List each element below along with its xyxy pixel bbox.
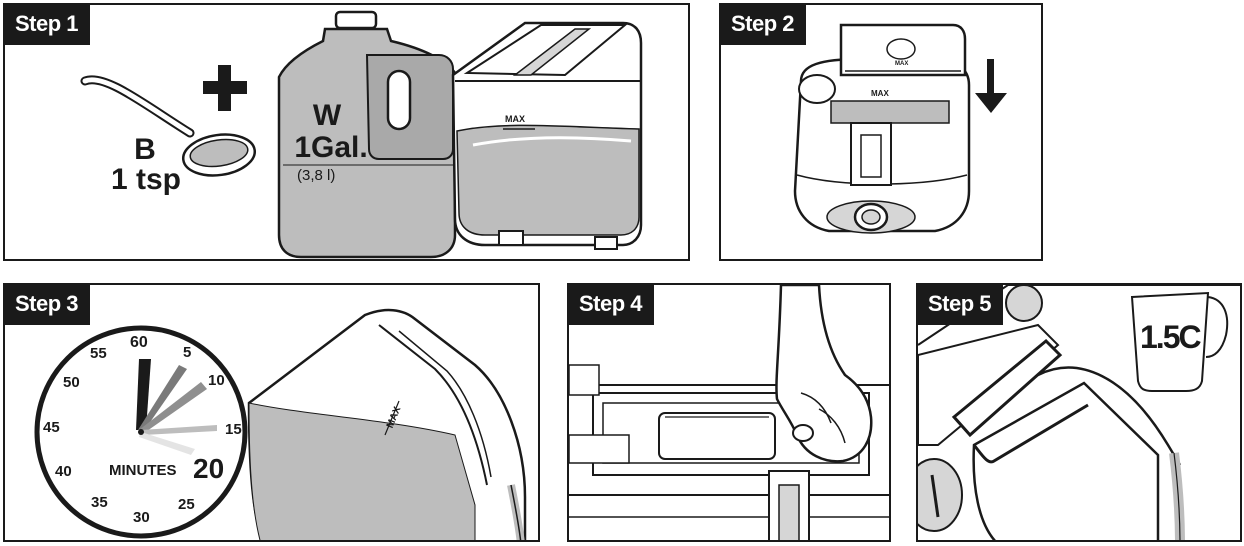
humidifier-base-icon [793,57,971,234]
bleach-amount: 1 tsp [110,163,182,196]
dial-number-35: 35 [91,494,108,511]
measuring-cup-icon [1130,291,1229,392]
bleach-letter: B [134,133,156,166]
tilted-tank-icon [247,308,527,540]
dial-number-45: 45 [43,419,60,436]
step-3-tag: Step 3 [5,285,91,325]
dial-number-15: 15 [225,421,242,438]
cup-label: 1.5C [1140,319,1202,355]
hand-icon [775,285,873,463]
water-tank-icon [451,21,643,250]
plus-icon [203,65,247,111]
dial-number-60: 60 [130,334,148,351]
step-4-panel: Step 4 [567,283,891,542]
dial-number-5: 5 [183,344,192,361]
step-2-tank-max-label: MAX [895,61,909,67]
timer-dial-icon [34,325,248,539]
dial-number-50: 50 [63,374,80,391]
step-2-illustration [793,23,1007,234]
dial-number-30: 30 [133,509,150,526]
step-3-panel: Step 3 60 5 10 15 20 25 30 35 40 45 50 5… [3,283,540,542]
spoon-icon [80,75,257,177]
water-amount: 1Gal. [294,131,368,164]
step-2-panel: Step 2 MAX MAX [719,3,1043,261]
step-1-tag: Step 1 [5,5,91,45]
step-5-illustration [918,285,1240,540]
step-4-tag: Step 4 [569,285,655,325]
base-opening-icon [918,285,1240,540]
step-2-base-max-label: MAX [871,89,889,98]
dial-number-10: 10 [208,372,225,389]
step-5-tag: Step 5 [918,285,1004,325]
water-metric: (3,8 l) [297,167,336,184]
dial-number-40: 40 [55,463,72,480]
step-2-tag: Step 2 [721,5,807,45]
dial-number-55: 55 [90,345,107,362]
step-1-illustration [80,10,643,259]
water-jug-icon [277,10,457,259]
tank-max-label: MAX [505,114,525,124]
down-arrow-icon [975,59,1007,113]
tank-lowering-icon [839,23,967,77]
step-5-panel: Step 5 1.5C [916,283,1242,542]
water-letter: W [312,99,342,132]
step-4-illustration [569,285,889,540]
dial-number-25: 25 [178,496,195,513]
step-1-panel: Step 1 [3,3,690,261]
dial-number-20: 20 [193,453,225,484]
step-3-illustration [34,308,527,540]
minutes-label: MINUTES [109,462,177,479]
